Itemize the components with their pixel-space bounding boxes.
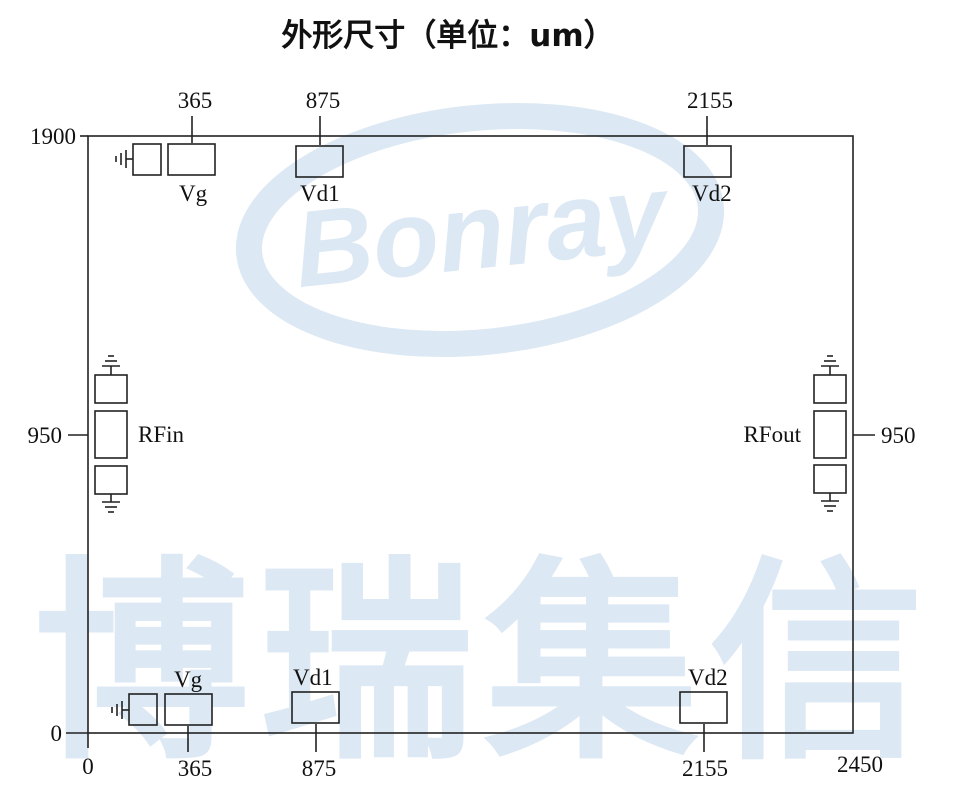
- rfout-pads: RFout: [743, 355, 847, 512]
- watermark-logo: Bonray: [235, 103, 725, 357]
- x-tick-label-right: 2450: [837, 752, 883, 777]
- top-tick-label-vd1: 875: [306, 88, 341, 113]
- ground-icon: [115, 150, 133, 168]
- rfin-bottom-ground-pad: [94, 465, 128, 495]
- rfout-bottom-ground-pad: [813, 464, 847, 494]
- ground-icon: [821, 355, 839, 375]
- rfout-top-ground-pad: [813, 374, 847, 404]
- bottom-ground-pad: [128, 693, 158, 726]
- watermark-brand-text: 博瑞集信: [34, 538, 934, 789]
- bottom-vg-label: Vg: [174, 667, 203, 692]
- rfin-pads: RFin: [94, 355, 185, 513]
- bottom-ticks: 365 875 2155: [178, 724, 728, 781]
- y-tick-label-mid-left: 950: [28, 423, 63, 448]
- ground-icon: [102, 494, 120, 513]
- top-vg-label: Vg: [179, 181, 208, 206]
- bottom-vd1-label: Vd1: [293, 665, 333, 690]
- top-vg-pad: [167, 143, 216, 176]
- top-vd2-label: Vd2: [692, 181, 732, 206]
- ground-icon: [821, 493, 839, 512]
- top-ticks: 365 875 2155: [178, 88, 733, 145]
- bottom-tick-label-vd2: 2155: [682, 756, 728, 781]
- rfout-signal-pad: [813, 410, 847, 459]
- top-vd1-label: Vd1: [300, 181, 340, 206]
- top-vd1-pad: [295, 145, 344, 178]
- bottom-vg-pad: [164, 693, 213, 726]
- y-tick-label-bottom: 0: [51, 721, 63, 746]
- x-axis: 0 2450: [82, 733, 883, 779]
- bottom-pads: Vg Vd1 Vd2: [111, 665, 728, 726]
- y-tick-label-mid-right: 950: [881, 423, 916, 448]
- watermark-logo-text: Bonray: [289, 150, 677, 310]
- top-ground-pad: [132, 143, 162, 176]
- rfin-signal-pad: [94, 410, 128, 459]
- bottom-tick-label-vd1: 875: [302, 756, 337, 781]
- bottom-vd2-label: Vd2: [688, 665, 728, 690]
- top-vd2-pad: [683, 145, 732, 178]
- rfin-top-ground-pad: [94, 374, 128, 404]
- rfin-label: RFin: [138, 422, 185, 447]
- bottom-vd1-pad: [291, 691, 340, 724]
- x-tick-label-left: 0: [82, 754, 94, 779]
- ground-icon: [111, 701, 129, 719]
- top-pads: Vg Vd1 Vd2: [115, 143, 732, 206]
- ground-icon: [102, 355, 120, 375]
- rfout-label: RFout: [743, 422, 801, 447]
- y-tick-label-top: 1900: [30, 124, 76, 149]
- page-title: 外形尺寸（单位：um）: [281, 18, 614, 54]
- bottom-tick-label-vg: 365: [178, 756, 213, 781]
- bottom-vd2-pad: [679, 691, 728, 724]
- top-tick-label-vd2: 2155: [687, 88, 733, 113]
- top-tick-label-vg: 365: [178, 88, 213, 113]
- y-axis: 1900 950 950 0: [28, 124, 916, 746]
